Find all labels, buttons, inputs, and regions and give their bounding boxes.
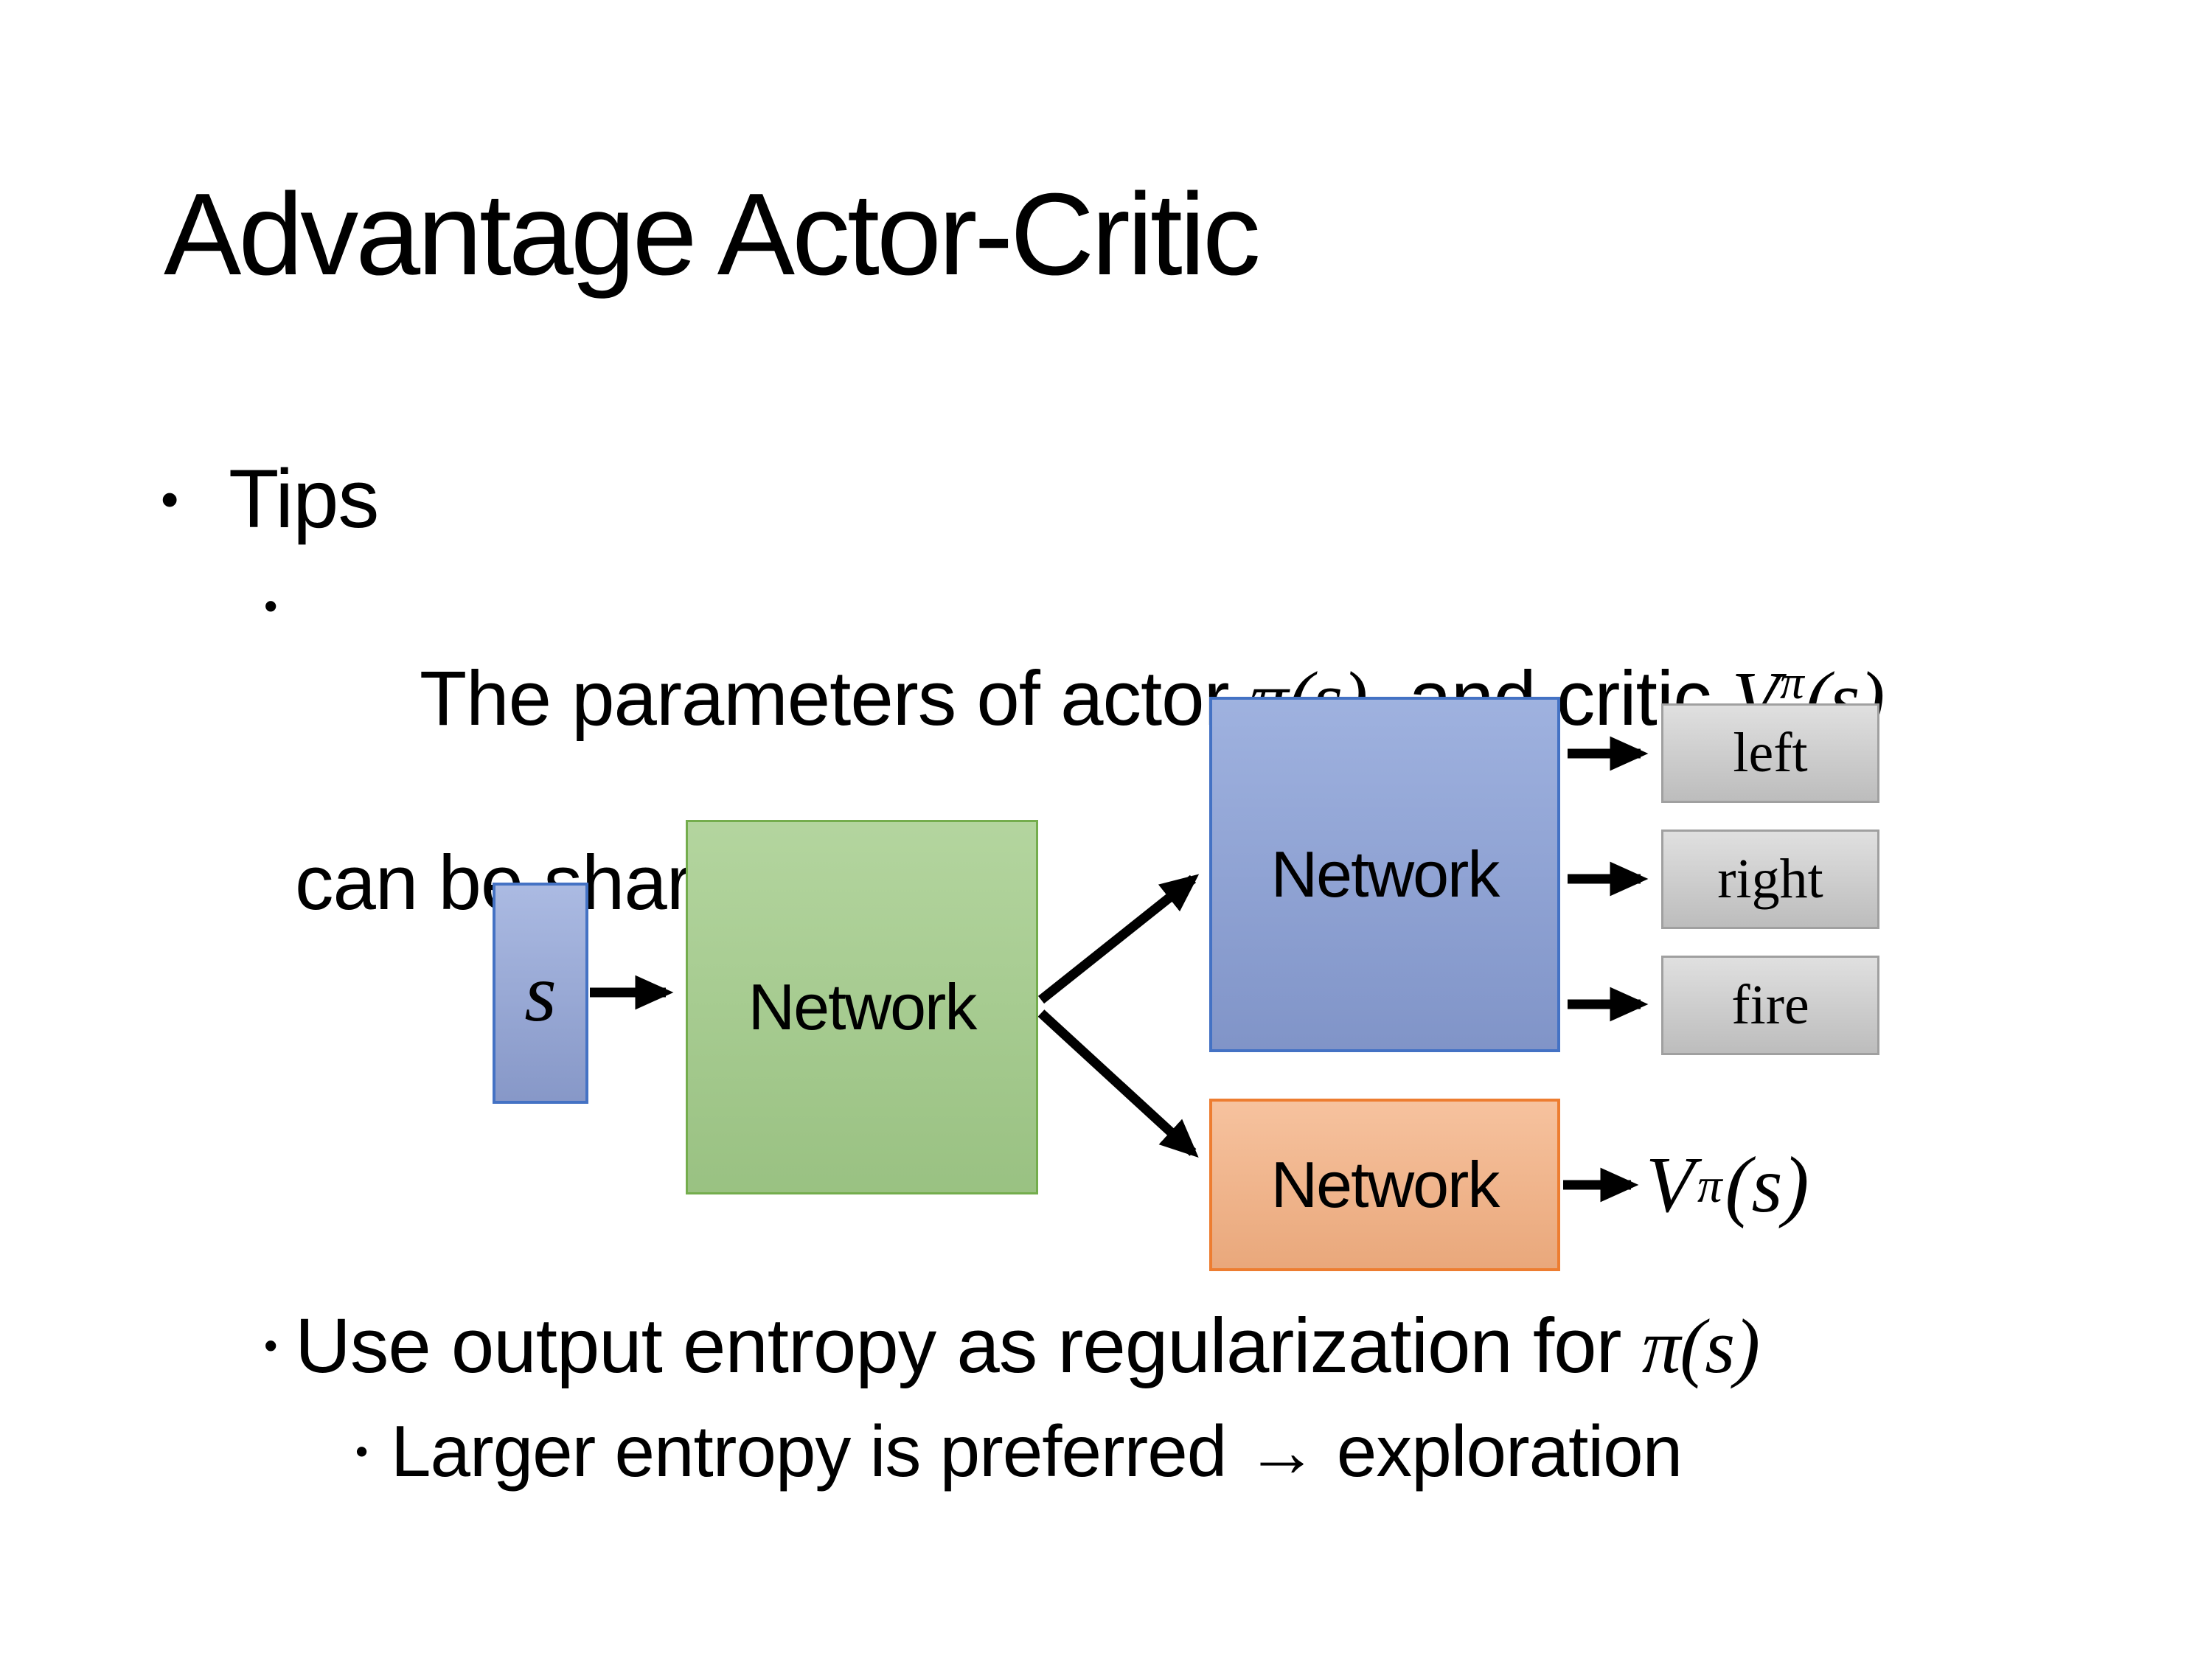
action-box-fire: fire (1661, 956, 1879, 1055)
state-box: s (493, 883, 588, 1104)
bullet-larger-entropy: • Larger entropy is preferred → explorat… (355, 1410, 1683, 1493)
tips-label: Tips (229, 453, 379, 545)
bullet-entropy-regularization: • Use output entropy as regularization f… (264, 1301, 1760, 1391)
bullet-glyph: • (161, 470, 178, 528)
bullet-entropy-text: Use output entropy as regularization for… (295, 1303, 1760, 1389)
bullet-glyph: • (264, 585, 277, 628)
action-label: fire (1731, 974, 1809, 1036)
state-label: s (524, 947, 557, 1039)
bullet-glyph: • (264, 1324, 277, 1368)
critic-network-box: Network (1209, 1099, 1560, 1271)
bullet-glyph: • (355, 1431, 368, 1472)
critic-network-label: Network (1270, 1148, 1500, 1221)
arrow-shared-to-critic (1037, 1009, 1199, 1158)
math-pi-s: π(s) (1641, 1303, 1760, 1389)
shared-network-label: Network (748, 970, 978, 1043)
action-box-left: left (1661, 703, 1879, 803)
page-title: Advantage Actor-Critic (164, 170, 1261, 299)
actor-network-box: Network (1209, 697, 1560, 1052)
action-box-right: right (1661, 830, 1879, 929)
action-label: right (1717, 848, 1823, 910)
action-label: left (1733, 722, 1808, 784)
bullet-tips: • Tips (161, 451, 379, 546)
text-segment: The parameters of actor (420, 655, 1250, 742)
shared-network-box: Network (686, 820, 1038, 1194)
arrow-shared-to-actor (1037, 874, 1200, 1004)
bullet-larger-entropy-text: Larger entropy is preferred → exploratio… (391, 1411, 1683, 1492)
actor-network-label: Network (1270, 838, 1500, 911)
